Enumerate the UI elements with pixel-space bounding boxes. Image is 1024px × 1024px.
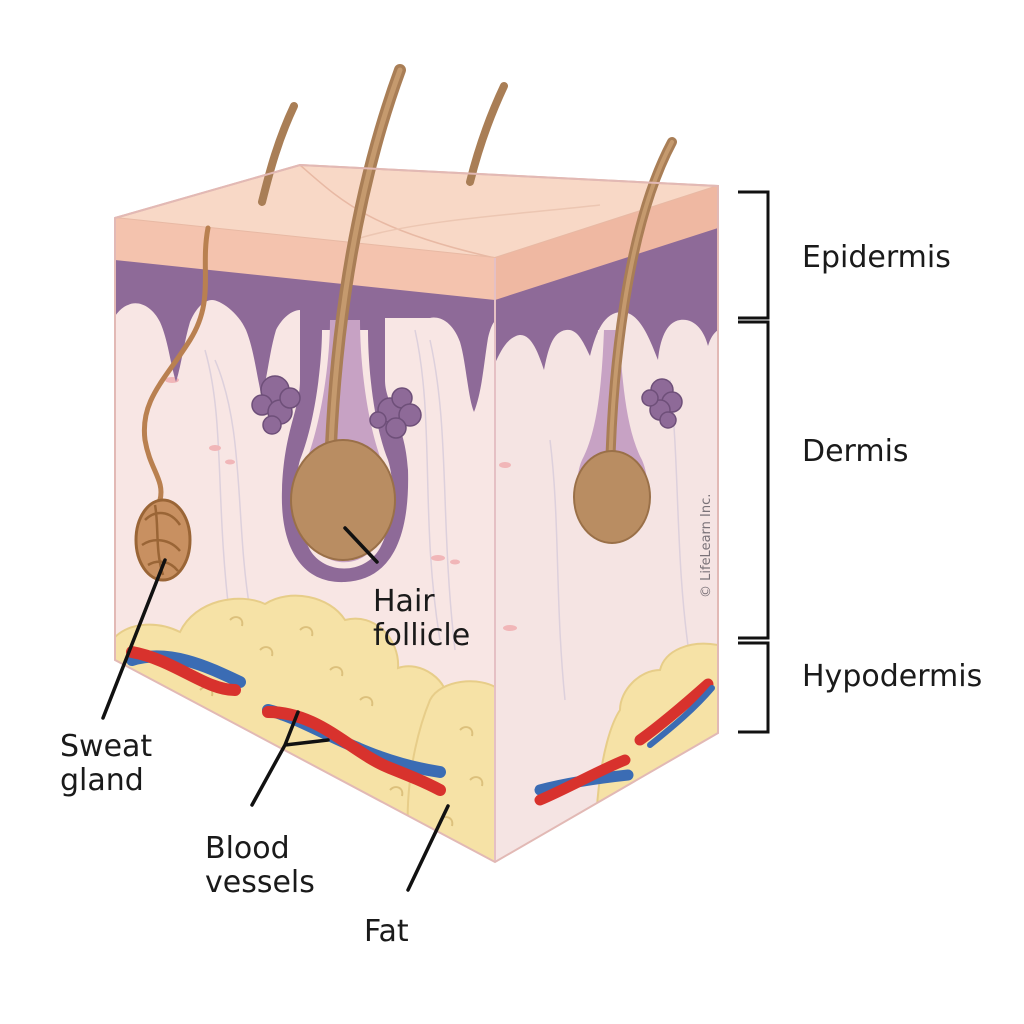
label-hypodermis: Hypodermis (802, 659, 982, 694)
label-epidermis: Epidermis (802, 240, 951, 275)
label-fat: Fat (364, 914, 409, 949)
layer-brackets (738, 190, 770, 734)
sweat-duct (141, 225, 211, 503)
dermis-cells (165, 377, 460, 565)
blood-vessels (126, 646, 715, 806)
label-dermis: Dermis (802, 434, 909, 469)
copyright-notice: © LifeLearn Inc. (699, 494, 714, 598)
label-blood-vessels-line2: vessels (205, 865, 315, 900)
bracket-epidermis (738, 190, 770, 320)
bracket-hypodermis (738, 641, 770, 734)
skin-block-outline (114, 163, 719, 864)
label-sweat-gland-line1: Sweat (60, 729, 152, 764)
leader-lines (101, 526, 450, 892)
hair-shafts (258, 82, 508, 206)
sebaceous-gland-right (641, 378, 683, 429)
label-hair-follicle-line1: Hair (373, 584, 435, 619)
hair-follicle-center (290, 64, 406, 561)
bracket-dermis (738, 320, 770, 640)
sebaceous-gland-left (251, 375, 301, 435)
hair-follicle-right (573, 137, 677, 544)
dermis-fibres (204, 329, 456, 651)
sweat-gland (134, 225, 211, 582)
label-blood-vessels-line1: Blood (205, 831, 290, 866)
label-sweat-gland-line2: gland (60, 763, 144, 798)
sebaceous-gland-center (369, 387, 422, 439)
hair-bulb-center (290, 439, 396, 561)
basal-layer (115, 240, 495, 583)
label-hair-follicle-line2: follicle (373, 618, 470, 653)
hair-bulb-right (573, 450, 651, 544)
